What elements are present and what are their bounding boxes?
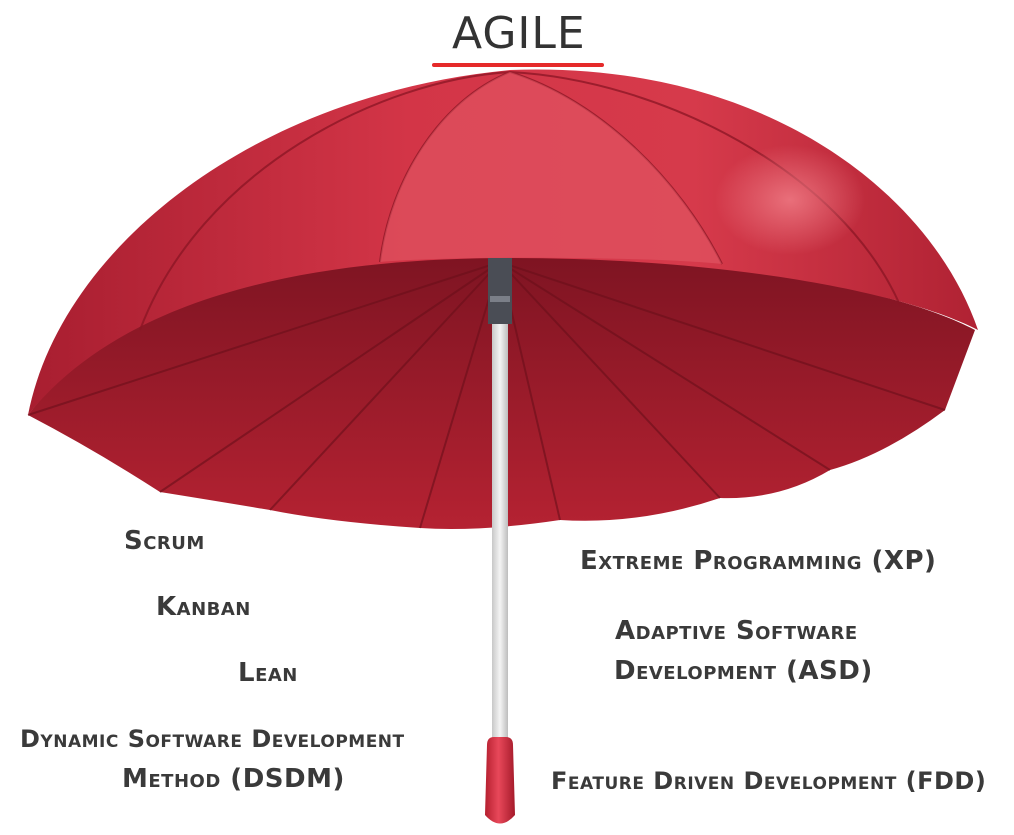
collar-band	[490, 296, 510, 302]
method-dsdm-line1: Dynamic Software Development	[20, 725, 405, 753]
shaft-collar	[488, 258, 512, 324]
method-xp: Extreme Programming (XP)	[580, 546, 937, 576]
method-lean: Lean	[238, 658, 298, 688]
method-scrum: Scrum	[124, 526, 205, 556]
canopy-shine	[715, 145, 865, 255]
canopy-light-panel	[380, 72, 722, 264]
method-dsdm-line2: Method (DSDM)	[122, 764, 345, 794]
canopy-ribs	[27, 261, 946, 529]
umbrella-handle	[485, 737, 515, 824]
diagram-title: AGILE	[452, 8, 586, 59]
method-asd-line1: Adaptive Software	[615, 616, 858, 646]
method-asd-line2: Development (ASD)	[614, 656, 873, 686]
title-underline	[432, 63, 604, 67]
umbrella-shaft	[492, 322, 508, 742]
method-kanban: Kanban	[156, 592, 251, 622]
method-fdd: Feature Driven Development (FDD)	[551, 767, 987, 795]
